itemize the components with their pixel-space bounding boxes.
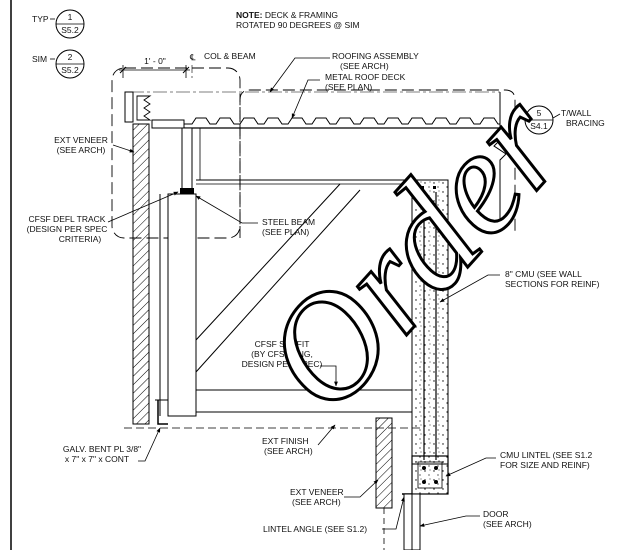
svg-text:(SEE PLAN): (SEE PLAN) [262,227,309,237]
svg-text:CMU LINTEL (SEE S1.2: CMU LINTEL (SEE S1.2 [500,450,593,460]
label-door: DOOR (SEE ARCH) [419,509,532,529]
svg-text:8" CMU (SEE WALL: 8" CMU (SEE WALL [505,269,582,279]
svg-text:DESIGN PER SPEC): DESIGN PER SPEC) [242,359,323,369]
centerline-label: COL & BEAM [204,51,256,61]
callout-twall-line2: BRACING [566,118,605,128]
callout-sim-sheet: S5.2 [61,65,79,75]
svg-text:(BY CFSF ENG,: (BY CFSF ENG, [251,349,313,359]
label-ext-veneer-bottom: EXT VENEER (SEE ARCH) [290,479,379,507]
svg-text:EXT VENEER: EXT VENEER [290,487,344,497]
label-steel-beam: STEEL BEAM (SEE PLAN) [195,195,315,237]
callout-sim-number: 2 [68,52,73,62]
svg-text:(SEE ARCH): (SEE ARCH) [483,519,532,529]
svg-text:SECTIONS FOR REINF): SECTIONS FOR REINF) [505,279,600,289]
callout-typ-prefix: TYP [32,14,49,24]
svg-text:CFSF SOFFIT: CFSF SOFFIT [255,339,310,349]
svg-text:GALV. BENT PL 3/8": GALV. BENT PL 3/8" [63,444,141,454]
svg-text:(SEE PLAN): (SEE PLAN) [325,82,372,92]
callout-sim-prefix: SIM [32,54,47,64]
callout-typ-sheet: S5.2 [61,25,79,35]
svg-text:METAL ROOF DECK: METAL ROOF DECK [325,72,406,82]
metal-roof-deck-profile [182,117,500,125]
svg-text:(SEE ARCH): (SEE ARCH) [292,497,341,507]
svg-text:(SEE ARCH): (SEE ARCH) [57,145,106,155]
detail-boundary-right [239,89,516,238]
svg-text:(SEE ARCH): (SEE ARCH) [264,446,313,456]
label-cfsf-soffit: CFSF SOFFIT (BY CFSF ENG, DESIGN PER SPE… [242,339,338,387]
label-galv-plate: GALV. BENT PL 3/8" x 7" x 7" x CONT [63,427,161,464]
note-text: NOTE: DECK & FRAMING [236,10,338,20]
svg-text:EXT VENEER: EXT VENEER [54,135,108,145]
dimension-1ft: 1' - 0" [119,56,190,78]
svg-text:CFSF DEFL TRACK: CFSF DEFL TRACK [29,214,106,224]
svg-text:(DESIGN PER SPEC: (DESIGN PER SPEC [27,224,108,234]
svg-text:LINTEL ANGLE (SEE S1.2): LINTEL ANGLE (SEE S1.2) [263,524,367,534]
svg-text:DOOR: DOOR [483,509,509,519]
callout-typ[interactable]: TYP 1 S5.2 [32,9,85,39]
svg-text:EXT FINISH: EXT FINISH [262,436,309,446]
dimension-label: 1' - 0" [144,56,166,66]
galv-bent-plate [157,400,168,425]
centerline-symbol: ℄ [189,52,196,62]
cfsf-stud-wall [167,193,197,417]
ext-veneer-hatch [132,123,150,425]
callout-sim[interactable]: SIM 2 S5.2 [32,49,85,79]
label-cmu: 8" CMU (SEE WALL SECTIONS FOR REINF) [439,269,600,303]
diagonal-brace-2 [195,189,361,373]
callout-twall-line1: T/WALL [561,108,592,118]
diagonal-brace [195,183,341,341]
svg-text:x 7" x 7" x CONT: x 7" x 7" x CONT [65,454,129,464]
callout-twall-number: 5 [537,108,542,118]
parapet-cap [124,91,134,123]
callout-twall-sheet: S4.1 [530,121,548,131]
break-line-right [493,92,507,232]
ext-veneer-lower [375,417,393,509]
deflection-clip [136,95,152,121]
svg-text:CRITERIA): CRITERIA) [59,234,102,244]
label-cfsf-defl-track: CFSF DEFL TRACK (DESIGN PER SPEC CRITERI… [27,191,179,244]
svg-text:ROOFING ASSEMBLY: ROOFING ASSEMBLY [332,51,419,61]
steel-beam-web [181,127,193,195]
cfsf-defl-track [180,188,194,194]
label-ext-finish: EXT FINISH (SEE ARCH) [262,424,336,456]
callout-twall[interactable]: 5 S4.1 T/WALL BRACING [524,105,605,135]
note-text-line2: ROTATED 90 DEGREES @ SIM [236,20,360,30]
svg-text:FOR SIZE AND REINF): FOR SIZE AND REINF) [500,460,590,470]
svg-text:(SEE ARCH): (SEE ARCH) [340,61,389,71]
label-roofing-assembly: ROOFING ASSEMBLY (SEE ARCH) [269,51,419,93]
label-ext-veneer-top: EXT VENEER (SEE ARCH) [54,135,135,155]
svg-text:STEEL BEAM: STEEL BEAM [262,217,315,227]
label-metal-roof-deck: METAL ROOF DECK (SEE PLAN) [291,72,406,119]
label-lintel-angle: LINTEL ANGLE (SEE S1.2) [263,496,405,534]
label-cmu-lintel: CMU LINTEL (SEE S1.2 FOR SIZE AND REINF) [445,450,593,477]
callout-typ-number: 1 [68,12,73,22]
